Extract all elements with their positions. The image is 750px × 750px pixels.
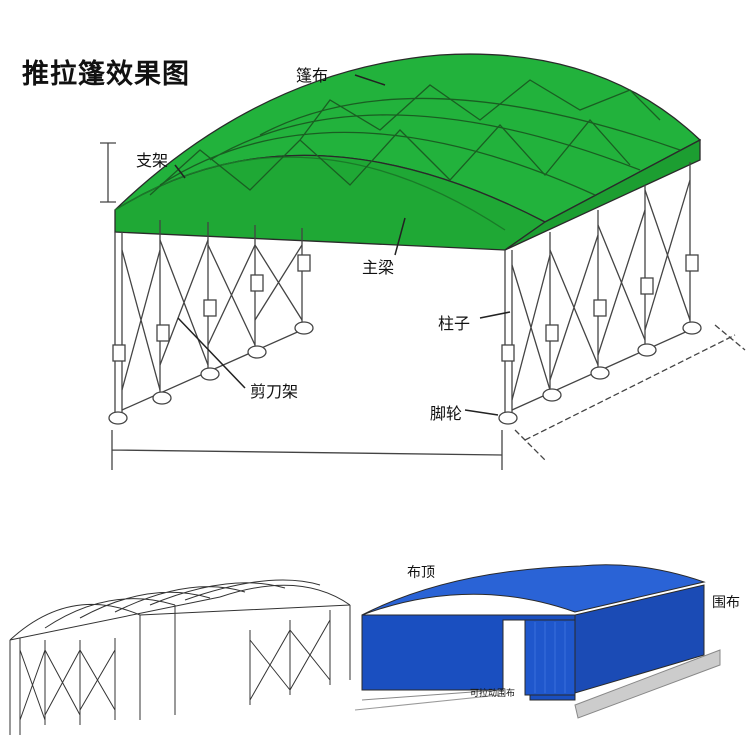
wireframe-tent-illustration: [9, 579, 351, 735]
label-canvas: 篷布: [296, 66, 329, 85]
label-bracket: 支架: [136, 151, 169, 170]
label-roof: 布顶: [407, 565, 435, 581]
label-caster: 脚轮: [430, 404, 463, 423]
label-main-beam: 主梁: [362, 258, 395, 277]
label-pullable-side-cloth: 可拉动围布: [470, 689, 516, 699]
blue-tent-illustration: [354, 564, 721, 719]
green-side-band: [504, 138, 701, 251]
green-tent-illustration: [100, 53, 746, 470]
page-title: 推拉篷效果图: [22, 59, 190, 90]
label-side-cloth: 围布: [712, 595, 740, 611]
label-scissor-frame: 剪刀架: [250, 382, 299, 401]
label-column: 柱子: [438, 314, 471, 333]
